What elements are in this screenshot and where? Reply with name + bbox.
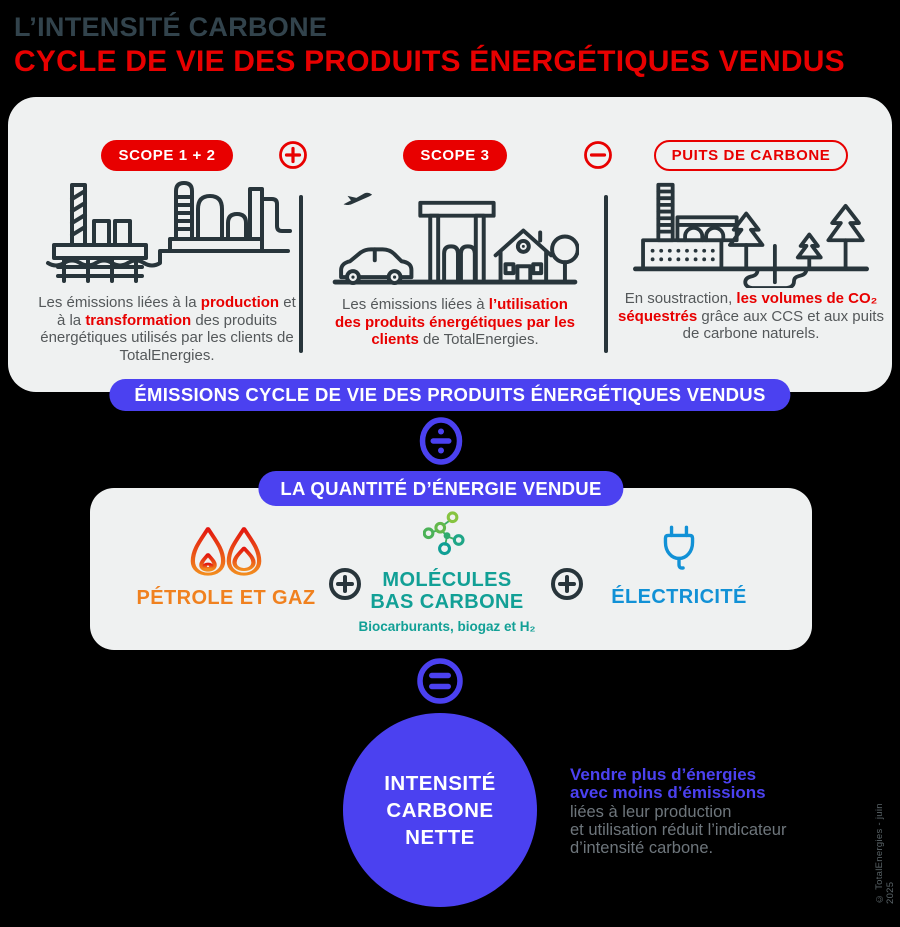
scope-3-badge: SCOPE 3 (403, 140, 507, 171)
plane-car-station-house-icon (320, 184, 590, 288)
emissions-banner: ÉMISSIONS CYCLE DE VIE DES PRODUITS ÉNER… (109, 379, 791, 411)
plus-icon (329, 568, 361, 600)
scope-3-column: SCOPE 3 (320, 140, 590, 349)
emissions-panel: SCOPE 1 + 2 (8, 97, 892, 392)
result-line3: NETTE (405, 825, 475, 849)
carbon-sink-description: En soustraction, les volumes de CO₂ séqu… (618, 290, 884, 342)
plug-icon (579, 524, 779, 578)
low-carbon-label-line2: BAS CARBONE (370, 591, 524, 613)
oil-gas-item: PÉTROLE ET GAZ (126, 526, 326, 610)
plus-icon (551, 568, 583, 600)
low-carbon-subtitle: Biocarburants, biogaz et H₂ (358, 619, 536, 634)
column-divider (604, 195, 608, 353)
scope-1-2-description: Les émissions liées à la production et à… (38, 294, 296, 364)
column-divider (299, 195, 303, 353)
scope-1-2-column: SCOPE 1 + 2 (36, 140, 298, 364)
factory-forest-co2-storage-icon (614, 181, 888, 288)
scope-3-description: Les émissions liées à l’utilisation des … (334, 296, 576, 348)
minus-icon (584, 141, 612, 169)
equals-icon (417, 658, 463, 704)
low-carbon-item: MOLÉCULES BAS CARBONE Biocarburants, bio… (347, 511, 547, 634)
offshore-platform-refinery-icon (36, 175, 298, 293)
divide-icon (419, 417, 463, 465)
carbon-sink-badge: PUITS DE CARBONE (653, 140, 849, 171)
net-carbon-intensity-circle: INTENSITÉ CARBONE NETTE (343, 713, 537, 907)
oil-gas-label: PÉTROLE ET GAZ (136, 587, 316, 609)
page-title: L’INTENSITÉ CARBONE (14, 12, 328, 42)
copyright-credit: © TotalEnergies - juin 2025 (874, 803, 896, 904)
page-subtitle: CYCLE DE VIE DES PRODUITS ÉNERGÉTIQUES V… (14, 45, 845, 78)
flames-icon (126, 526, 326, 578)
electricity-label: ÉLECTRICITÉ (611, 586, 747, 608)
low-carbon-label-line1: MOLÉCULES (382, 569, 512, 591)
quantity-banner: LA QUANTITÉ D’ÉNERGIE VENDUE (258, 471, 624, 506)
energy-panel: PÉTROLE ET GAZ MOLÉCULES BAS CARBONE (90, 488, 812, 650)
carbon-sink-column: PUITS DE CARBONE (614, 140, 888, 343)
result-line2: CARBONE (386, 798, 494, 822)
result-line1: INTENSITÉ (384, 771, 496, 795)
scope-1-2-badge: SCOPE 1 + 2 (101, 140, 233, 171)
plus-icon (279, 141, 307, 169)
molecule-icon (347, 511, 547, 569)
electricity-item: ÉLECTRICITÉ (579, 524, 779, 609)
